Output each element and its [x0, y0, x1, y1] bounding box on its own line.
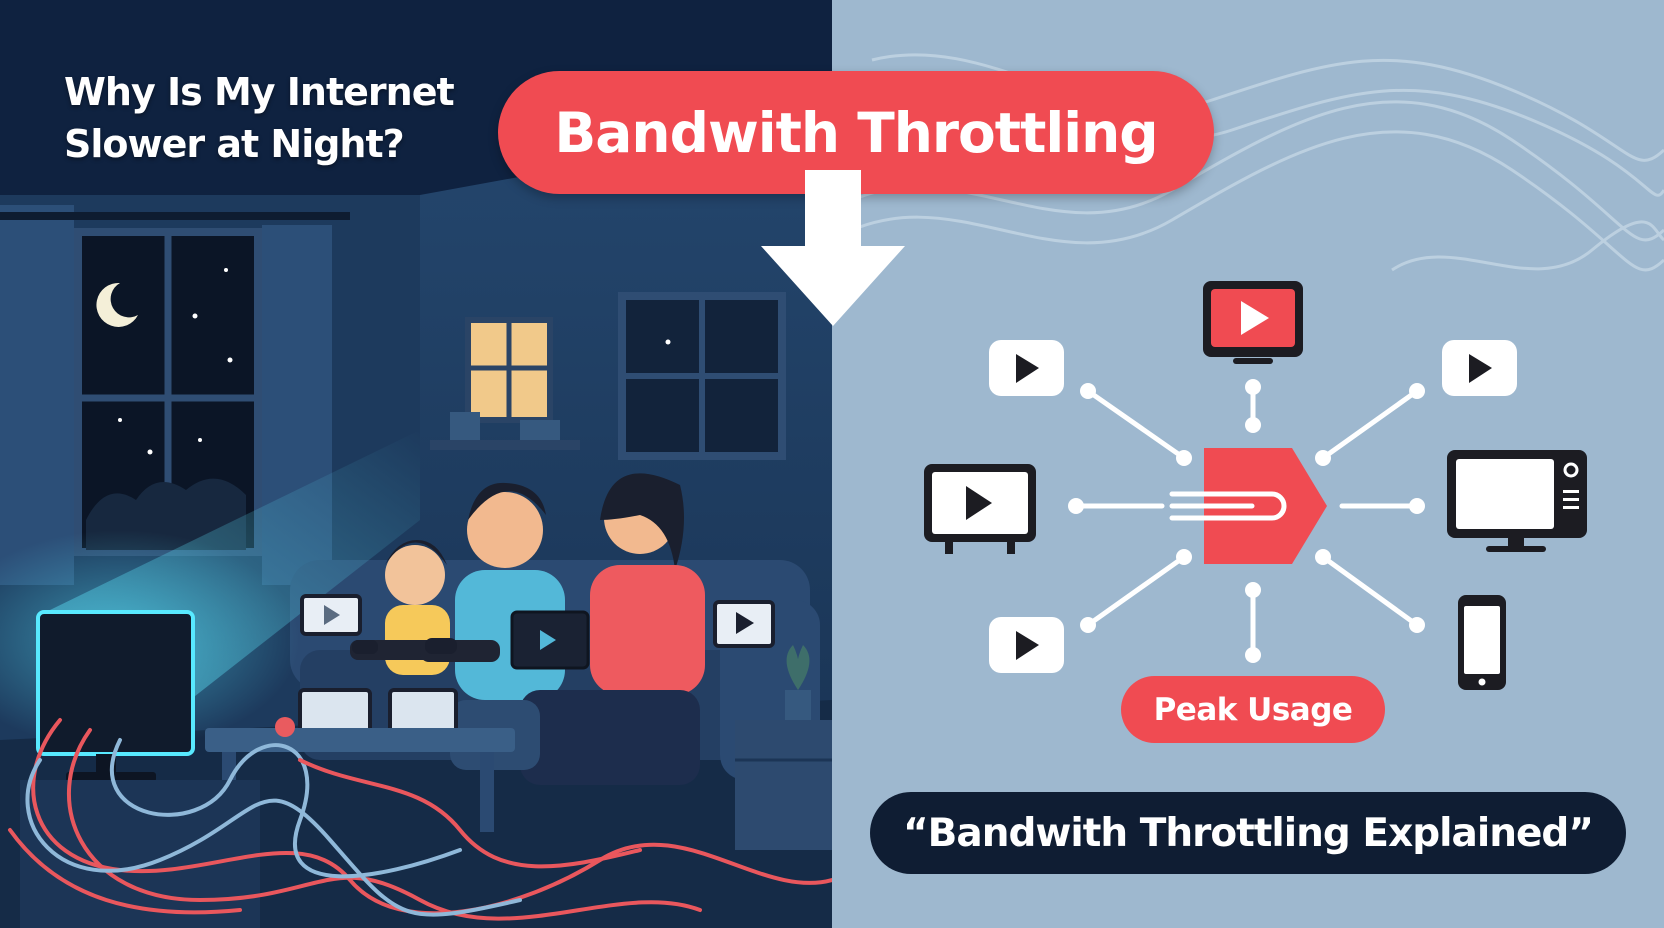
moon-icon [96, 282, 138, 327]
down-arrow-icon [761, 170, 905, 326]
tangled-cables [8, 718, 832, 921]
caption-label: “Bandwith Throttling Explained” [903, 810, 1594, 856]
side-table [735, 645, 832, 850]
curtain-left [0, 205, 74, 585]
peak-usage-badge: Peak Usage [1121, 676, 1385, 743]
smartphone-icon [1458, 595, 1506, 690]
play-icon [1241, 301, 1269, 335]
tv-icon [924, 464, 1036, 554]
back-window [618, 292, 786, 460]
network-connections [1073, 388, 1420, 658]
play-icon [989, 340, 1064, 396]
play-icon [966, 486, 992, 520]
router-icon [1169, 448, 1327, 564]
night-window [74, 228, 262, 556]
network-nodes [1068, 379, 1425, 663]
living-room-illustration [0, 120, 832, 928]
play-icon [989, 617, 1064, 673]
peak-usage-label: Peak Usage [1153, 691, 1353, 728]
play-icon [1442, 340, 1517, 396]
network-diagram [832, 53, 1664, 690]
lit-window [430, 317, 580, 450]
devices [298, 594, 775, 740]
tv-icon [1203, 281, 1303, 364]
caption-pill: “Bandwith Throttling Explained” [870, 792, 1626, 874]
topic-banner-label: Bandwith Throttling [554, 100, 1158, 165]
tv-set [20, 610, 260, 928]
tv-icon [1447, 450, 1587, 552]
question-title: Why Is My Internet Slower at Night? [64, 70, 455, 166]
